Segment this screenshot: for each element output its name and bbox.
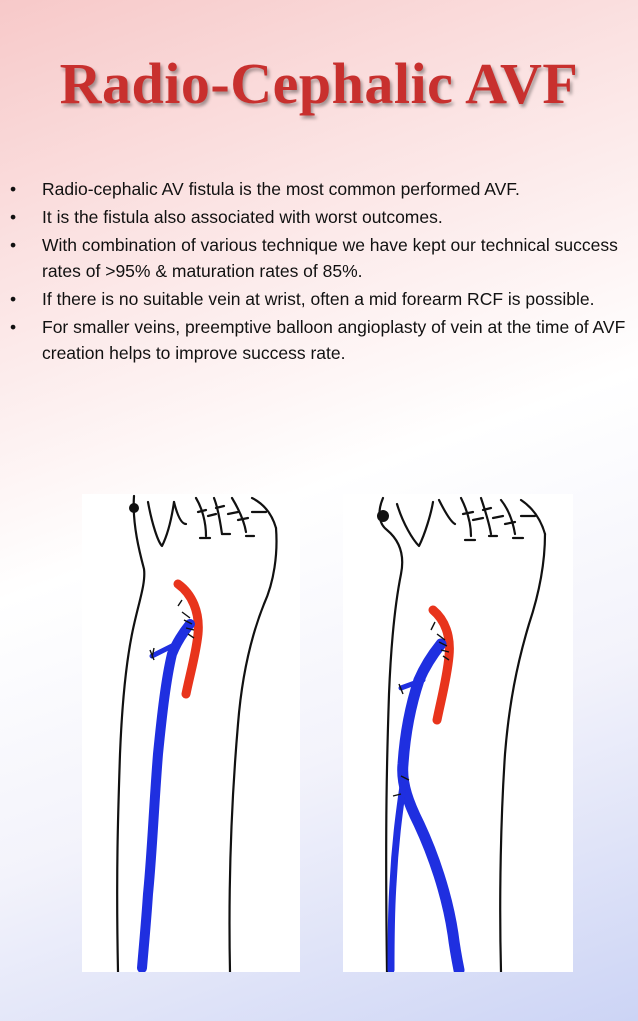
bullet-item: • For smaller veins, preemptive balloon a… [10,314,628,366]
vein-branch [149,641,179,659]
anastomosis-sutures [149,599,195,661]
radial-artery [173,579,203,699]
bullet-text: For smaller veins, preemptive balloon an… [42,317,626,363]
bullet-item: • It is the fistula also associated with … [10,204,628,230]
bullet-marker: • [10,207,17,227]
hand-outline [378,496,547,972]
vein-branch [398,677,426,691]
bullet-marker: • [10,179,17,199]
thumb-nail-mark [129,503,139,513]
bullet-text: Radio-cephalic AV fistula is the most co… [42,179,520,199]
forearm-wrist-drawing [116,494,278,972]
bullet-marker: • [10,289,17,309]
vein-distal-branch [387,782,407,972]
bullet-item: • If there is no suitable vein at wrist, … [10,286,628,312]
bullet-text: It is the fistula also associated with w… [42,207,443,227]
bullet-item: • Radio-cephalic AV fistula is the most c… [10,176,628,202]
forearm-mid-drawing [377,496,547,972]
bullet-item: • With combination of various technique w… [10,232,628,284]
bullet-marker: • [10,317,17,337]
bullet-marker: • [10,235,17,255]
hand-outline [116,494,278,972]
radial-artery [428,605,454,725]
page-title: Radio-Cephalic AVF [59,51,579,116]
cephalic-vein [397,638,465,972]
forearm-diagram-wrist [82,494,300,972]
forearm-diagram-mid-forearm [343,494,573,972]
anastomosis-sutures [392,621,450,797]
bullet-list: • Radio-cephalic AV fistula is the most c… [10,176,628,368]
bullet-text: If there is no suitable vein at wrist, o… [42,289,595,309]
cephalic-vein [137,619,195,972]
bullet-text: With combination of various technique we… [42,235,618,281]
thumb-nail-mark [377,510,389,522]
